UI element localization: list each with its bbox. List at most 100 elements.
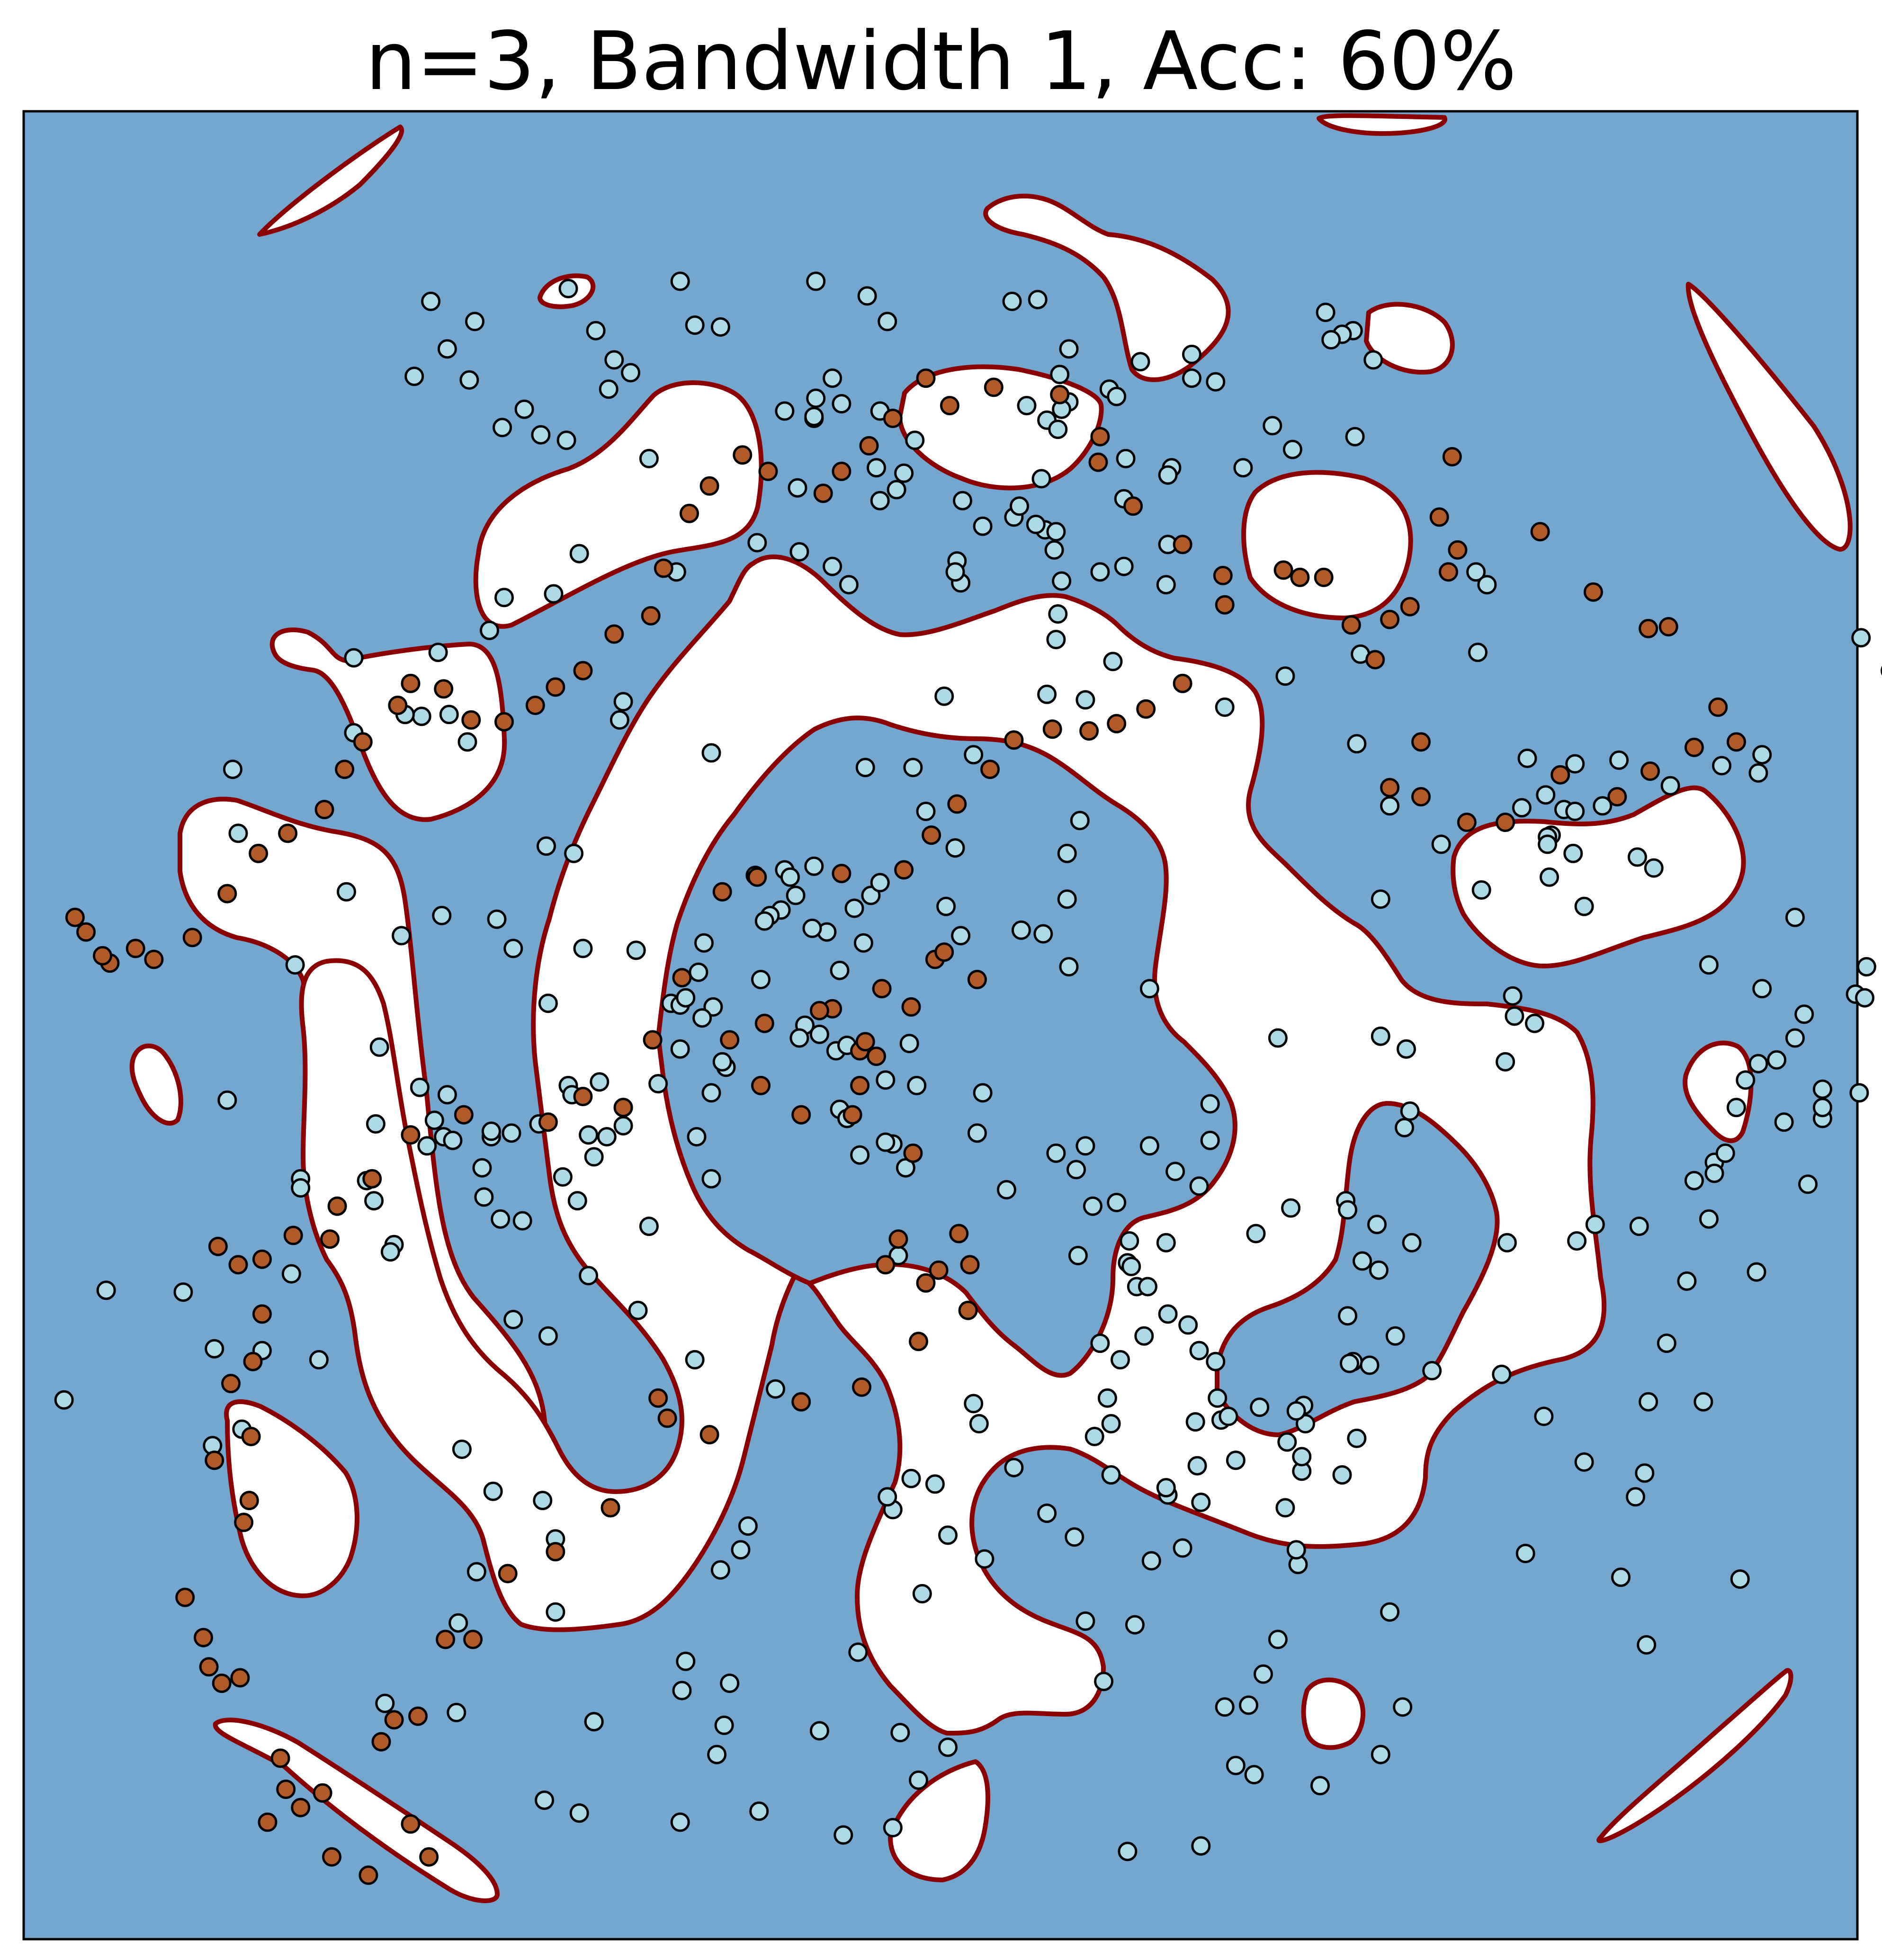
data-point-series-2 — [1726, 732, 1746, 752]
data-point-series-1 — [1402, 1233, 1422, 1253]
data-point-series-1 — [1189, 1341, 1209, 1360]
data-point-series-1 — [876, 1070, 896, 1090]
data-point-series-2 — [613, 1098, 633, 1118]
region-blob — [983, 194, 1231, 382]
data-point-series-1 — [1178, 1315, 1198, 1335]
data-point-series-1 — [804, 856, 824, 876]
data-point-series-1 — [878, 312, 897, 331]
data-point-series-1 — [996, 1180, 1016, 1199]
data-point-series-1 — [1215, 697, 1235, 717]
data-point-series-1 — [205, 1339, 224, 1359]
data-point-series-1 — [1057, 889, 1077, 909]
data-point-series-1 — [901, 1468, 921, 1488]
data-point-series-2 — [144, 949, 164, 969]
data-point-series-1 — [1277, 1432, 1297, 1452]
data-point-series-1 — [1393, 1697, 1413, 1717]
data-point-series-1 — [1033, 924, 1053, 944]
data-point-series-1 — [1699, 1209, 1719, 1229]
data-point-series-1 — [553, 1167, 573, 1187]
data-point-series-2 — [463, 1629, 483, 1649]
data-point-series-1 — [894, 463, 914, 483]
data-point-series-1 — [459, 370, 479, 390]
data-point-series-1 — [613, 692, 633, 712]
data-point-series-2 — [313, 1783, 332, 1803]
data-point-series-1 — [833, 1825, 853, 1845]
data-point-series-1 — [754, 911, 774, 931]
data-point-series-1 — [1182, 344, 1201, 364]
data-point-series-1 — [1165, 1162, 1185, 1181]
data-point-series-1 — [609, 710, 629, 730]
data-point-series-2 — [199, 1657, 219, 1677]
data-point-series-1 — [597, 1127, 617, 1146]
data-point-series-1 — [1496, 1052, 1515, 1072]
data-point-series-1 — [1046, 522, 1066, 542]
data-point-series-1 — [1611, 1567, 1631, 1587]
data-point-series-2 — [1658, 617, 1678, 636]
data-point-series-1 — [1286, 1401, 1306, 1421]
data-point-series-2 — [212, 1674, 232, 1693]
data-point-series-1 — [806, 271, 826, 291]
data-point-series-2 — [175, 1587, 195, 1607]
data-point-series-2 — [384, 1710, 404, 1730]
data-point-series-1 — [936, 896, 956, 916]
data-point-series-1 — [512, 1211, 532, 1231]
data-point-series-1 — [1338, 1200, 1358, 1220]
data-point-series-1 — [586, 321, 606, 340]
data-point-series-2 — [949, 1224, 969, 1244]
data-point-series-1 — [1748, 1054, 1768, 1074]
data-point-series-1 — [1338, 1306, 1358, 1326]
data-point-series-2 — [217, 884, 237, 904]
data-point-series-1 — [1515, 1544, 1535, 1563]
data-point-series-1 — [1851, 628, 1871, 648]
data-point-series-1 — [1139, 979, 1159, 999]
data-point-series-1 — [912, 1584, 932, 1603]
data-point-series-2 — [809, 1001, 829, 1020]
data-point-series-1 — [878, 1487, 897, 1507]
data-point-series-1 — [1254, 1664, 1273, 1684]
data-point-series-2 — [1173, 535, 1192, 555]
data-point-series-1 — [1233, 458, 1253, 478]
data-point-series-1 — [701, 1169, 721, 1189]
data-point-series-1 — [1097, 1388, 1117, 1408]
data-point-series-1 — [54, 1390, 74, 1410]
data-point-series-1 — [1371, 889, 1390, 909]
data-point-series-1 — [857, 286, 877, 306]
data-point-series-2 — [754, 1013, 774, 1033]
data-point-series-2 — [1439, 562, 1458, 582]
data-point-series-1 — [1812, 1098, 1832, 1118]
data-point-series-1 — [1609, 750, 1629, 770]
data-point-series-1 — [1244, 1765, 1264, 1785]
data-point-series-1 — [1286, 1540, 1306, 1560]
data-point-series-2 — [1429, 507, 1449, 527]
data-point-series-1 — [1525, 1013, 1544, 1033]
data-point-series-1 — [670, 1039, 690, 1059]
data-point-series-2 — [371, 1732, 391, 1752]
data-point-series-2 — [1107, 714, 1127, 734]
data-point-series-1 — [1574, 896, 1594, 916]
data-point-series-1 — [569, 544, 589, 564]
data-point-series-2 — [276, 1780, 296, 1799]
data-point-series-1 — [472, 1158, 492, 1178]
data-point-series-2 — [1607, 787, 1627, 806]
data-point-series-1 — [1191, 1836, 1211, 1856]
data-point-series-2 — [1708, 697, 1728, 717]
data-point-series-1 — [905, 430, 925, 450]
data-point-series-1 — [788, 478, 807, 498]
data-point-series-2 — [230, 1668, 250, 1688]
data-point-series-1 — [1268, 1629, 1288, 1649]
data-point-series-2 — [1442, 447, 1462, 466]
data-point-series-2 — [1400, 597, 1420, 617]
data-point-series-1 — [823, 368, 842, 388]
data-point-series-1 — [1139, 1136, 1159, 1156]
data-point-series-1 — [720, 1674, 740, 1693]
data-point-series-1 — [1037, 1504, 1057, 1523]
data-point-series-1 — [1730, 1569, 1750, 1589]
data-point-series-1 — [1010, 496, 1029, 516]
data-point-series-1 — [584, 1712, 604, 1732]
data-point-series-2 — [733, 445, 753, 465]
data-point-series-2 — [228, 1255, 248, 1275]
data-point-series-1 — [1239, 1695, 1258, 1715]
data-point-series-1 — [1263, 416, 1282, 436]
data-point-series-1 — [1856, 957, 1876, 976]
data-point-series-2 — [1004, 730, 1024, 750]
